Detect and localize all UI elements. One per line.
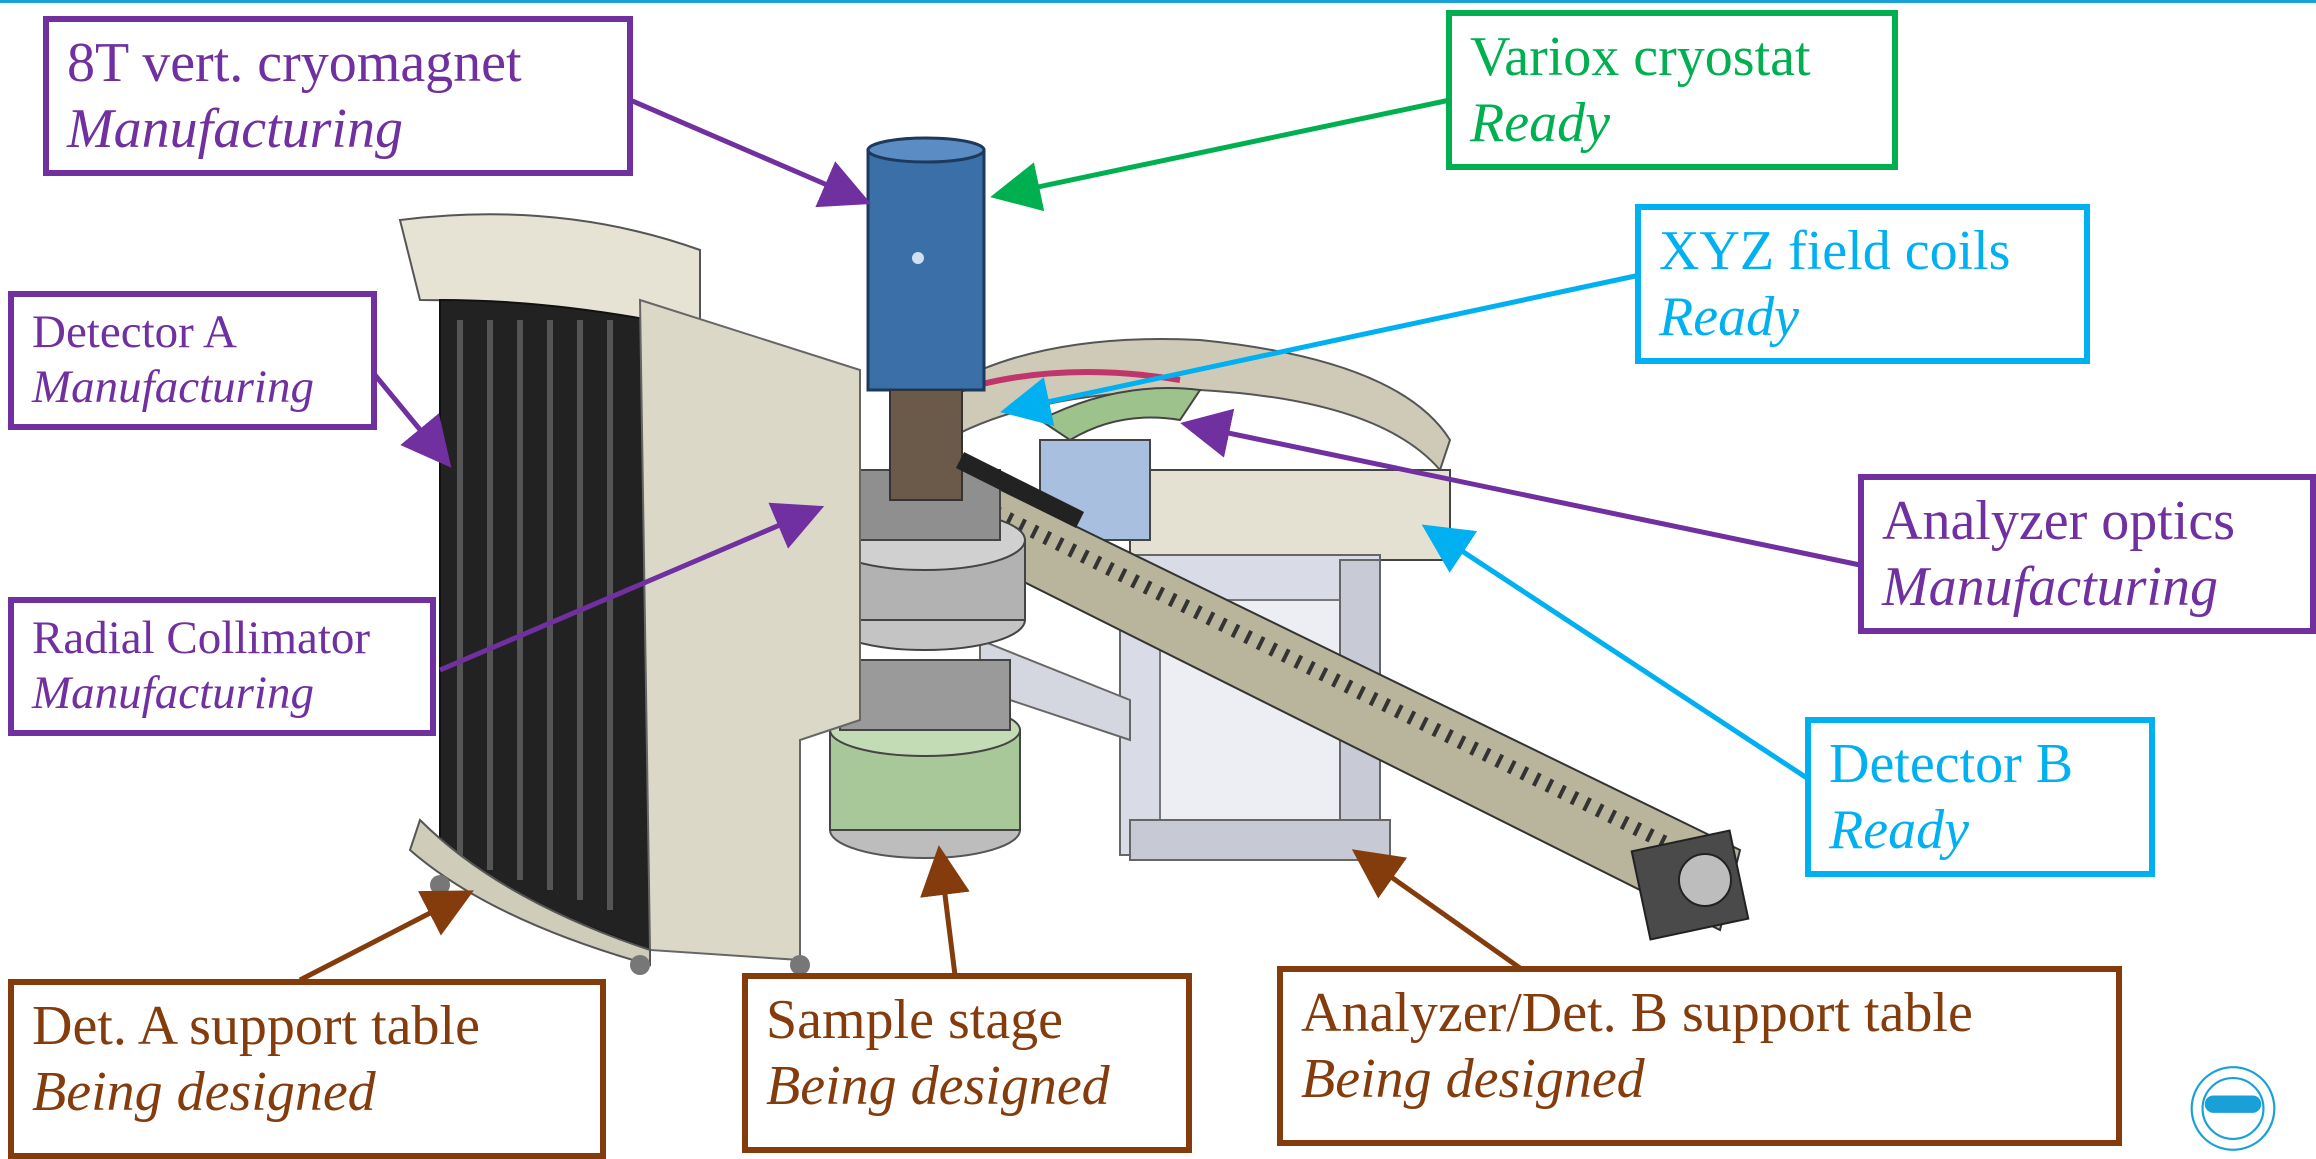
label-status: Manufacturing <box>32 667 314 720</box>
label-name: Analyzer optics <box>1882 490 2235 552</box>
institution-logo-icon <box>2190 1066 2276 1151</box>
label-name: 8T vert. cryomagnet <box>67 32 522 94</box>
label-name: Det. A support table <box>32 995 480 1057</box>
label-name: Detector A <box>32 306 237 358</box>
arrow-sample <box>920 845 970 976</box>
arrow-detB <box>1421 524 1812 783</box>
label-detector-b: Detector B Ready <box>1805 717 2155 878</box>
label-name: Analyzer/Det. B support table <box>1301 982 1973 1044</box>
label-name: Detector B <box>1829 733 2074 795</box>
label-status: Manufacturing <box>67 98 403 161</box>
arrow-collimator <box>439 502 825 673</box>
label-name: XYZ field coils <box>1659 220 2011 282</box>
variox-cryostat <box>866 136 1085 529</box>
label-status: Manufacturing <box>32 361 314 414</box>
label-name: Variox cryostat <box>1470 26 1811 88</box>
label-cryomagnet: 8T vert. cryomagnet Manufacturing <box>43 16 633 177</box>
label-status: Manufacturing <box>1882 556 2218 619</box>
label-status: Being designed <box>1301 1048 1645 1111</box>
arrow-analyzer-table <box>1351 849 1522 971</box>
top-rule <box>0 0 2316 3</box>
arrow-variox <box>990 97 1451 212</box>
arrow-detA <box>373 373 452 468</box>
label-status: Ready <box>1829 799 1969 862</box>
sample-stage <box>824 469 1026 859</box>
label-name: Sample stage <box>766 989 1064 1051</box>
label-det-a-table: Det. A support table Being designed <box>8 979 606 1159</box>
label-xyz: XYZ field coils Ready <box>1635 204 2090 365</box>
label-status: Being designed <box>32 1061 376 1124</box>
arrow-analyzer <box>1180 408 1861 568</box>
label-name: Radial Collimator <box>32 612 371 664</box>
label-status: Being designed <box>766 1055 1110 1118</box>
label-collimator: Radial Collimator Manufacturing <box>8 597 436 736</box>
detector-b-arm <box>938 468 1750 941</box>
arrow-detA-table <box>298 890 474 983</box>
detector-a <box>398 213 861 975</box>
label-status: Ready <box>1659 286 1799 349</box>
label-status: Ready <box>1470 92 1610 155</box>
label-analyzer: Analyzer optics Manufacturing <box>1858 474 2316 635</box>
label-variox: Variox cryostat Ready <box>1446 10 1898 171</box>
label-sample-stage: Sample stage Being designed <box>742 973 1192 1153</box>
arrow-xyz <box>1000 272 1641 427</box>
arrow-cryomagnet <box>629 97 872 208</box>
label-detector-a: Detector A Manufacturing <box>8 291 377 430</box>
label-analyzer-table: Analyzer/Det. B support table Being desi… <box>1277 966 2122 1146</box>
